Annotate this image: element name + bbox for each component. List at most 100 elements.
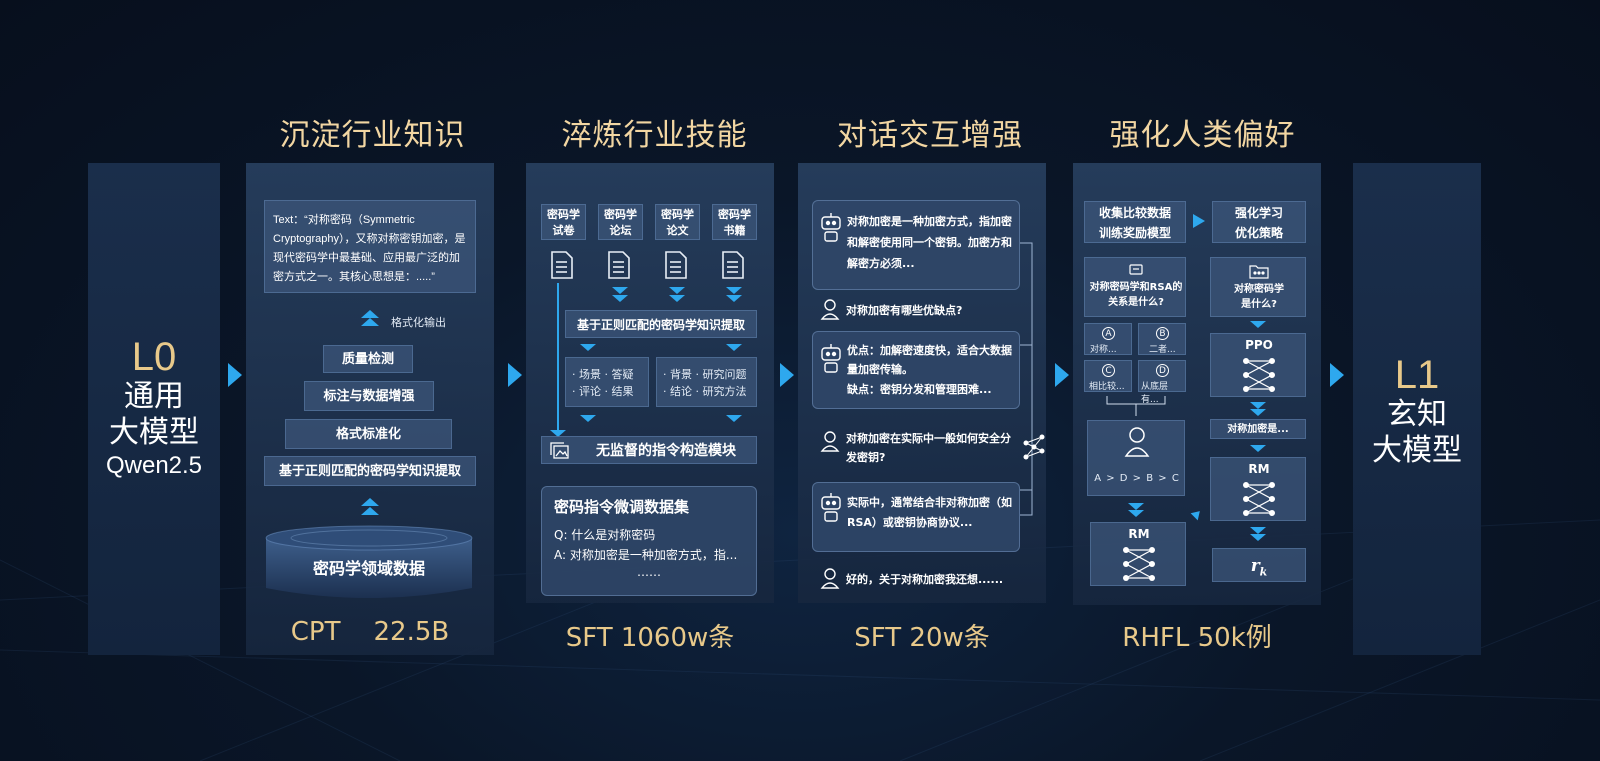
domain-data-label: 密码学领域数据 xyxy=(312,559,425,578)
assistant-bubble-2: 优点：加解密速度快，适合大数据量加密传输。 缺点：密钥分发和管理困难... xyxy=(812,331,1020,409)
reward-model-box-left: RM xyxy=(1090,522,1186,586)
tags-paper-box: · 背景 · 研究问题 · 结论 · 研究方法 xyxy=(656,357,757,407)
source-paper: 密码学 论文 xyxy=(655,204,700,240)
conversation-connector xyxy=(1020,242,1045,516)
option-c-box: C 相比较... xyxy=(1084,360,1132,392)
instruction-module-box: 无监督的指令构造模块 xyxy=(541,436,757,464)
reward-symbol: r xyxy=(1250,556,1260,576)
chevron-up-icon xyxy=(361,498,379,506)
chevron-down-icon xyxy=(580,344,596,351)
chevron-down-icon xyxy=(726,295,742,302)
reward-output-box: rk xyxy=(1212,548,1306,582)
chevron-down-icon xyxy=(726,344,742,351)
labeler-ranking-box: A > D > B > C xyxy=(1087,420,1185,496)
source-forum: 密码学 论坛 xyxy=(598,204,643,240)
chevron-down-icon xyxy=(1128,510,1144,517)
gallery-icon xyxy=(550,442,569,459)
chevron-down-icon xyxy=(550,430,566,437)
title-industry-skills: 淬炼行业技能 xyxy=(561,118,748,153)
robot-icon xyxy=(821,493,841,522)
option-b-text: 二者... xyxy=(1149,345,1176,355)
assistant-text-1: 对称加密是一种加密方式，指加密和解密使用同一个密钥。加密方和解密方必须... xyxy=(847,215,1012,270)
chevron-up-icon xyxy=(361,318,379,326)
option-a-box: A 对称... xyxy=(1084,323,1132,355)
compare-question-text: 对称密码学和RSA的 关系是什么? xyxy=(1089,282,1183,308)
sft-skill-size-label: SFT 1060w条 xyxy=(565,623,735,653)
chevron-down-icon xyxy=(580,415,596,422)
dataset-title: 密码指令微调数据集 xyxy=(554,498,690,516)
option-a-text: 对称... xyxy=(1090,345,1117,355)
tags-forum-box: · 场景 · 答疑 · 评论 · 结果 xyxy=(565,357,649,407)
arrow-right-icon xyxy=(1055,363,1069,387)
cpt-size-label: CPT 22.5B xyxy=(290,617,450,647)
ppo-box: PPO xyxy=(1210,333,1306,397)
document-icons xyxy=(551,251,744,279)
sft-dialog-size-label: SFT 20w条 xyxy=(854,623,990,653)
user-question-3: 好的，关于对称加密我还想...... xyxy=(846,573,1004,586)
l1-model-panel: L1 玄知 大模型 xyxy=(1353,163,1481,655)
title-industry-knowledge: 沉淀行业知识 xyxy=(279,118,466,153)
ppo-label: PPO xyxy=(1245,338,1273,352)
chevron-down-icon xyxy=(1250,534,1266,541)
reward-subscript: k xyxy=(1259,565,1268,579)
step-annotation: 标注与数据增强 xyxy=(304,381,434,411)
instruction-module-label: 无监督的指令构造模块 xyxy=(596,443,736,459)
chevron-down-icon xyxy=(726,415,742,422)
option-b-box: B 二者... xyxy=(1138,323,1186,355)
source-exam: 密码学 试卷 xyxy=(541,204,586,240)
rl-optimize-box: 强化学习 优化策略 xyxy=(1212,201,1306,243)
folder-icon xyxy=(1249,265,1269,279)
step-format-standardize: 格式标准化 xyxy=(285,419,452,449)
policy-answer-box: 对称加密是... xyxy=(1210,419,1306,439)
chevron-up-icon xyxy=(361,310,379,318)
chevron-up-icon xyxy=(361,507,379,515)
arrow-right-icon xyxy=(228,363,242,387)
user-question-2: 对称加密在实际中一般如何安全分发密钥? xyxy=(846,432,1011,464)
user-icon xyxy=(820,568,840,589)
title-dialog-enhance: 对话交互增强 xyxy=(837,118,1023,153)
dataset-a: A: 对称加密是一种加密方式，指... xyxy=(554,548,738,562)
l0-code: L0 xyxy=(131,335,177,379)
database-cylinder-icon xyxy=(265,525,473,598)
user-icon xyxy=(1124,427,1150,457)
l0-base-model-panel: L0 通用 大模型 Qwen2.5 xyxy=(88,163,220,655)
user-icon xyxy=(820,431,840,452)
l0-model-name: Qwen2.5 xyxy=(105,452,203,479)
chevron-down-icon xyxy=(1250,445,1266,452)
flow-line xyxy=(557,283,559,433)
step-quality-check: 质量检测 xyxy=(323,345,413,373)
l1-code: L1 xyxy=(1394,353,1440,397)
assistant-bubble-3: 实际中，通常结合非对称加密（如RSA）或密钥协商协议... xyxy=(812,482,1020,552)
robot-icon xyxy=(821,213,841,242)
user-icon xyxy=(820,299,840,320)
arrow-right-icon xyxy=(1193,214,1205,228)
chevron-down-icon xyxy=(1250,409,1266,416)
neural-network-icon xyxy=(1123,547,1155,581)
step-regex-extract: 基于正则匹配的密码学知识提取 xyxy=(264,456,476,486)
chat-icon xyxy=(1129,264,1143,275)
option-c-text: 相比较... xyxy=(1089,382,1125,392)
assistant-text-2b: 缺点：密钥分发和管理困难... xyxy=(847,383,992,396)
chevron-down-icon xyxy=(1250,402,1266,409)
l0-line2: 大模型 xyxy=(109,415,199,450)
chevron-down-icon xyxy=(669,287,685,294)
title-human-preference: 强化人类偏好 xyxy=(1109,118,1296,153)
bracket-connector xyxy=(1106,396,1166,416)
assistant-text-2a: 优点：加解密速度快，适合大数据量加密传输。 xyxy=(847,344,1012,376)
l0-line1: 通用 xyxy=(124,379,184,414)
option-d-box: D 从底层有... xyxy=(1138,360,1186,405)
robot-icon xyxy=(821,344,841,373)
assistant-bubble-1: 对称加密是一种加密方式，指加密和解密使用同一个密钥。加密方和解密方必须... xyxy=(812,200,1020,290)
option-c-key: C xyxy=(1102,364,1115,377)
option-b-key: B xyxy=(1156,327,1169,340)
arrow-right-icon xyxy=(1330,363,1344,387)
l1-line2: 大模型 xyxy=(1372,433,1462,468)
chevron-down-icon xyxy=(1250,321,1266,328)
chevron-down-icon xyxy=(1128,503,1144,510)
chevron-down-icon xyxy=(669,295,685,302)
chevron-down-icon xyxy=(1250,527,1266,534)
neural-network-icon xyxy=(1243,358,1275,392)
policy-question-text: 对称密码学 是什么? xyxy=(1234,284,1284,310)
source-book: 密码学 书籍 xyxy=(712,204,757,240)
rlhf-size-label: RHFL 50k例 xyxy=(1122,623,1272,653)
